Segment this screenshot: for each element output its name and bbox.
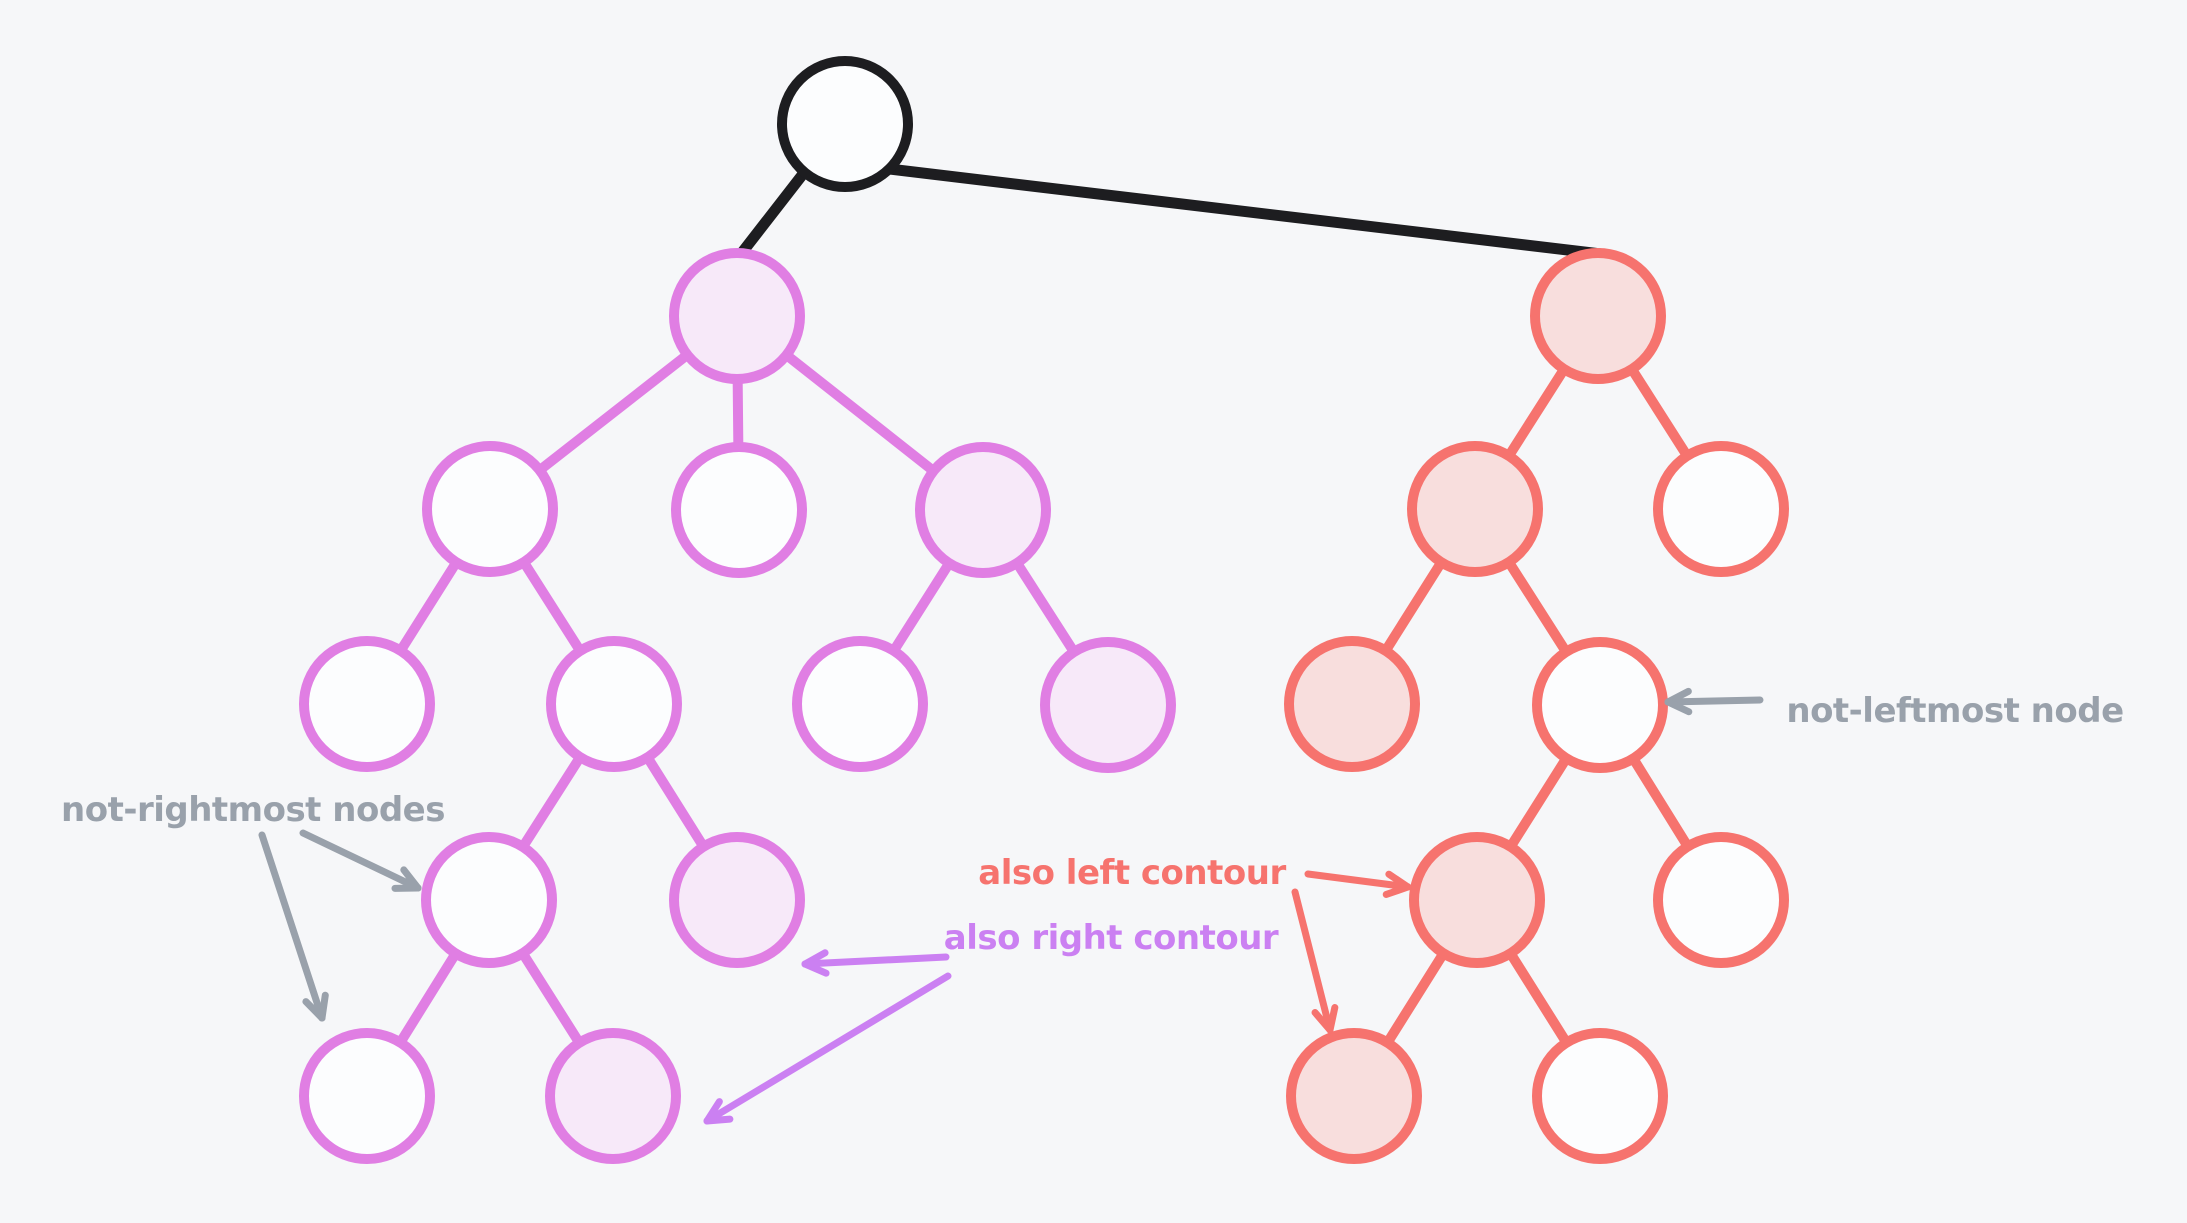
arrow-left-contour-lower <box>1291 888 1339 1034</box>
tree-node-r-a <box>1407 441 1543 577</box>
tree-edge-edge-root-right <box>883 163 1607 260</box>
tree-node-p-root <box>669 248 805 384</box>
tree-node-r-h <box>1532 1028 1668 1164</box>
tree-nodes-layer <box>299 56 1789 1164</box>
arrow-left-contour-lower-shaft <box>1291 888 1334 1034</box>
label-not-rightmost-nodes: not-rightmost nodes <box>61 790 445 830</box>
tree-node-r-c <box>1284 636 1420 772</box>
tree-node-r-g <box>1286 1028 1422 1164</box>
tree-node-p-e <box>546 636 682 772</box>
arrow-not-leftmost-shaft <box>1664 696 1764 706</box>
arrow-right-contour-lower-head-1 <box>703 1115 734 1125</box>
arrow-right-contour-lower-shaft <box>703 972 952 1125</box>
label-not-leftmost-node: not-leftmost node <box>1786 691 2124 731</box>
arrow-left-contour-lower-head-1 <box>1326 1004 1339 1034</box>
annotation-arrows-layer <box>258 687 1764 1125</box>
tree-node-p-a <box>422 441 558 577</box>
tree-node-b-root <box>777 56 913 192</box>
tree-node-r-d <box>1532 637 1668 773</box>
arrow-not-rightmost-upper <box>299 829 422 892</box>
arrow-not-rightmost-lower <box>258 831 329 1022</box>
arrow-not-leftmost-head-1 <box>1664 698 1693 716</box>
tree-node-r-b <box>1653 441 1789 577</box>
tree-node-p-d <box>299 636 435 772</box>
arrow-left-contour-upper-head-1 <box>1385 870 1412 891</box>
arrow-not-rightmost-upper-shaft <box>299 829 422 892</box>
tree-node-r-root <box>1530 248 1666 384</box>
arrow-not-rightmost-upper-head-1 <box>400 866 422 892</box>
tree-node-p-f <box>792 636 928 772</box>
tree-node-p-j <box>299 1028 435 1164</box>
arrow-right-contour-upper-head-1 <box>801 960 830 977</box>
arrow-not-rightmost-lower-shaft <box>258 831 326 1022</box>
label-also-right-contour: also right contour <box>943 918 1279 958</box>
arrow-right-contour-upper <box>801 949 950 977</box>
arrow-not-rightmost-lower-head-1 <box>318 991 329 1022</box>
tree-node-p-g <box>1040 637 1176 773</box>
arrow-right-contour-lower <box>703 972 952 1125</box>
tree-node-p-c <box>915 442 1051 578</box>
tree-node-r-e <box>1409 832 1545 968</box>
tree-node-p-h <box>421 832 557 968</box>
tree-node-r-f <box>1653 832 1789 968</box>
tree-node-p-i <box>669 832 805 968</box>
arrow-not-leftmost <box>1664 687 1764 716</box>
tree-edge-edge-root-left <box>731 168 809 265</box>
arrow-right-contour-upper-shaft <box>801 953 950 968</box>
arrow-left-contour-upper-shaft <box>1304 870 1412 891</box>
label-also-left-contour: also left contour <box>978 853 1286 893</box>
arrow-left-contour-upper <box>1304 870 1412 898</box>
tree-node-p-b <box>671 442 807 578</box>
tree-node-p-k <box>545 1028 681 1164</box>
